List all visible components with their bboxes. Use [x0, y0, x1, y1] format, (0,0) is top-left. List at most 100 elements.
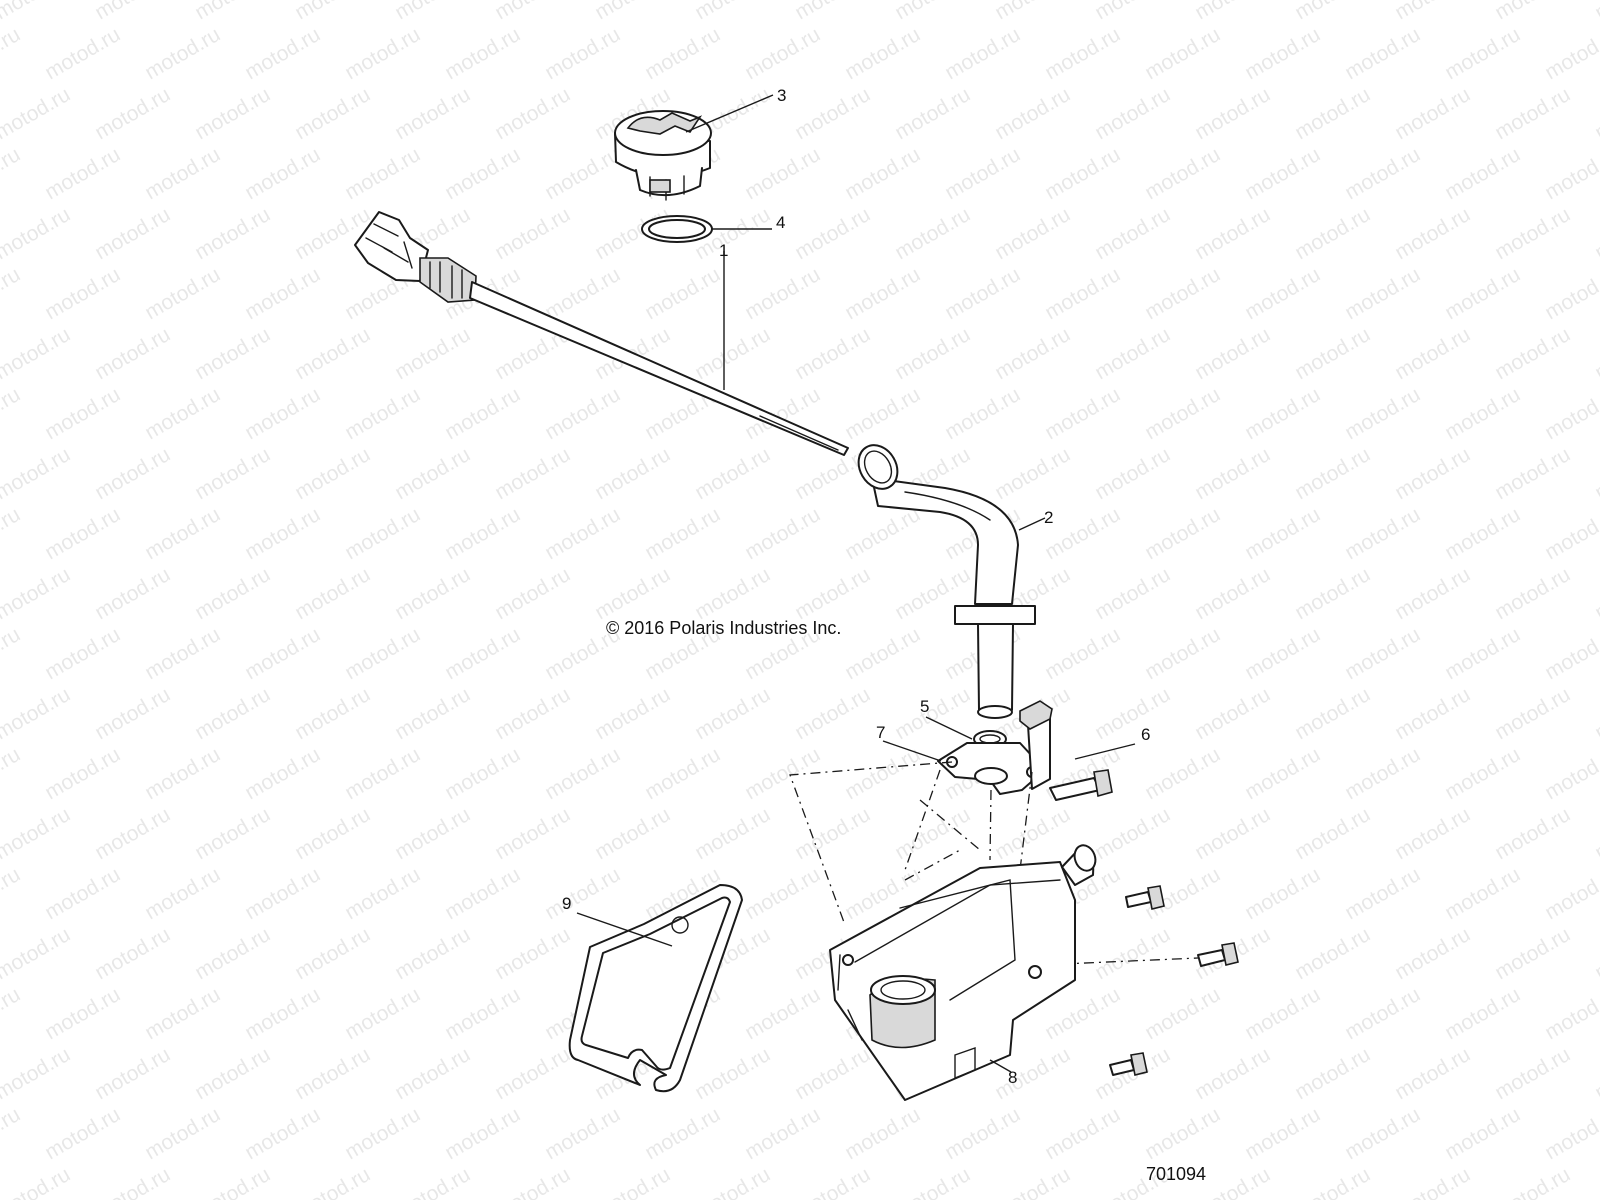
watermark-text: motod.ru: [1241, 503, 1324, 564]
watermark-text: motod.ru: [1391, 203, 1474, 264]
watermark-text: motod.ru: [541, 143, 624, 204]
callout-3: 3: [777, 86, 786, 105]
watermark-text: motod.ru: [841, 503, 924, 564]
watermark-text: motod.ru: [1491, 683, 1574, 744]
watermark-text: motod.ru: [1491, 443, 1574, 504]
watermark-text: motod.ru: [491, 923, 574, 984]
watermark-text: motod.ru: [0, 1043, 74, 1104]
watermark-text: motod.ru: [991, 83, 1074, 144]
watermark-text: motod.ru: [0, 863, 24, 924]
watermark-text: motod.ru: [391, 443, 474, 504]
watermark-text: motod.ru: [241, 143, 324, 204]
callout-5: 5: [920, 697, 929, 716]
watermark-text: motod.ru: [1591, 203, 1600, 264]
watermark-text: motod.ru: [41, 623, 124, 684]
watermark-text: motod.ru: [1591, 1163, 1600, 1200]
watermark-text: motod.ru: [191, 443, 274, 504]
watermark-text: motod.ru: [1541, 743, 1600, 804]
watermark-text: motod.ru: [1591, 323, 1600, 384]
watermark-text: motod.ru: [1591, 83, 1600, 144]
callout-7: 7: [876, 723, 885, 742]
watermark-text: motod.ru: [1541, 23, 1600, 84]
watermark-text: motod.ru: [491, 443, 574, 504]
watermark-text: motod.ru: [691, 1163, 774, 1200]
watermark-text: motod.ru: [1591, 1043, 1600, 1104]
watermark-text: motod.ru: [1041, 383, 1124, 444]
watermark-text: motod.ru: [1341, 383, 1424, 444]
watermark-text: motod.ru: [391, 1043, 474, 1104]
watermark-text: motod.ru: [791, 203, 874, 264]
watermark-text: motod.ru: [741, 23, 824, 84]
fill-tube: [857, 444, 1036, 719]
watermark-text: motod.ru: [1591, 923, 1600, 984]
watermark-text: motod.ru: [41, 863, 124, 924]
watermark-text: motod.ru: [1341, 863, 1424, 924]
watermark-text: motod.ru: [391, 803, 474, 864]
watermark-text: motod.ru: [1091, 443, 1174, 504]
watermark-text: motod.ru: [91, 1043, 174, 1104]
watermark-text: motod.ru: [91, 923, 174, 984]
watermark-text: motod.ru: [841, 1103, 924, 1164]
callout-8: 8: [1008, 1068, 1017, 1087]
watermark-text: motod.ru: [1541, 983, 1600, 1044]
watermark-text: motod.ru: [41, 983, 124, 1044]
watermark-text: motod.ru: [1441, 503, 1524, 564]
watermark-text: motod.ru: [1041, 143, 1124, 204]
watermark-text: motod.ru: [0, 1163, 74, 1200]
watermark-text: motod.ru: [591, 443, 674, 504]
watermark-text: motod.ru: [391, 323, 474, 384]
watermark-text: motod.ru: [1541, 863, 1600, 924]
watermark-text: motod.ru: [541, 503, 624, 564]
watermark-text: motod.ru: [241, 623, 324, 684]
watermark-text: motod.ru: [491, 563, 574, 624]
watermark-text: motod.ru: [941, 143, 1024, 204]
watermark-text: motod.ru: [1391, 443, 1474, 504]
watermark-text: motod.ru: [141, 503, 224, 564]
watermark-text: motod.ru: [1341, 743, 1424, 804]
watermark-text: motod.ru: [441, 983, 524, 1044]
watermark-text: motod.ru: [291, 1163, 374, 1200]
watermark-text: motod.ru: [541, 743, 624, 804]
watermark-text: motod.ru: [741, 503, 824, 564]
watermark-text: motod.ru: [341, 1103, 424, 1164]
watermark-text: motod.ru: [291, 83, 374, 144]
watermark-text: motod.ru: [1391, 0, 1474, 24]
tank-gasket: [568, 884, 743, 1093]
watermark-text: motod.ru: [391, 83, 474, 144]
watermark-text: motod.ru: [791, 683, 874, 744]
watermark-text: motod.ru: [1091, 1043, 1174, 1104]
watermark-text: motod.ru: [291, 923, 374, 984]
watermark-text: motod.ru: [191, 0, 274, 24]
watermark-text: motod.ru: [491, 83, 574, 144]
watermark-text: motod.ru: [1341, 623, 1424, 684]
watermark-text: motod.ru: [0, 263, 24, 324]
watermark-text: motod.ru: [1091, 203, 1174, 264]
callout-1: 1: [719, 241, 728, 260]
callout-6: 6: [1141, 725, 1150, 744]
watermark-text: motod.ru: [41, 143, 124, 204]
watermark-text: motod.ru: [1541, 143, 1600, 204]
watermark-text: motod.ru: [1091, 323, 1174, 384]
watermark-text: motod.ru: [1241, 1103, 1324, 1164]
watermark-text: motod.ru: [491, 0, 574, 24]
watermark-text: motod.ru: [1091, 83, 1174, 144]
watermark-text: motod.ru: [691, 803, 774, 864]
watermark-text: motod.ru: [291, 683, 374, 744]
watermark-text: motod.ru: [1141, 383, 1224, 444]
watermark-text: motod.ru: [441, 143, 524, 204]
watermark-text: motod.ru: [941, 1103, 1024, 1164]
watermark-text: motod.ru: [1491, 203, 1574, 264]
watermark-text: motod.ru: [1191, 563, 1274, 624]
watermark-text: motod.ru: [1391, 683, 1474, 744]
watermark-text: motod.ru: [0, 1103, 24, 1164]
watermark-text: motod.ru: [441, 503, 524, 564]
watermark-text: motod.ru: [191, 203, 274, 264]
bolt: [1019, 700, 1239, 1076]
watermark-text: motod.ru: [591, 683, 674, 744]
watermark-text: motod.ru: [41, 503, 124, 564]
watermark-text: motod.ru: [141, 743, 224, 804]
watermark-text: motod.ru: [1391, 563, 1474, 624]
watermark-text: motod.ru: [191, 1043, 274, 1104]
watermark-text: motod.ru: [741, 263, 824, 324]
